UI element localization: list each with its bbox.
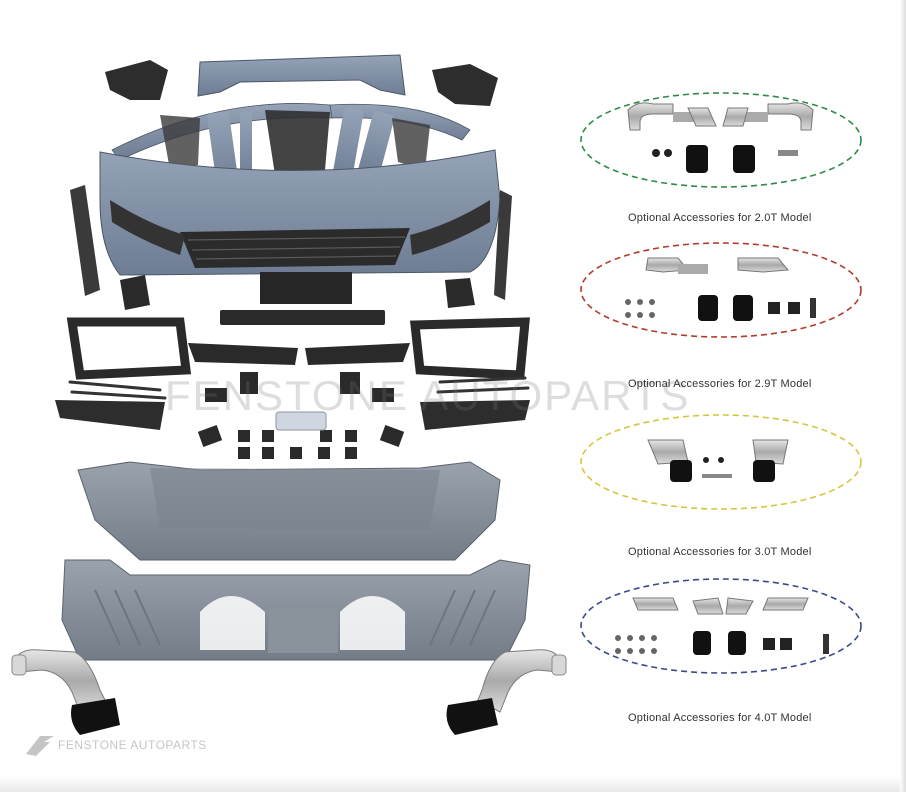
option-2-9t-kit xyxy=(578,240,868,340)
brand-logo-text: FENSTONE AUTOPARTS xyxy=(58,738,207,752)
watermark-text: FENSTONE AUTOPARTS xyxy=(165,372,691,419)
option-2-0t-kit xyxy=(578,90,868,190)
option-4-0t-kit xyxy=(578,576,868,676)
option-2-0t-illustration xyxy=(580,92,862,188)
option-3-0t-illustration xyxy=(580,414,862,510)
body-kit-illustration xyxy=(11,54,567,735)
option-caption-2: Optional Accessories for 2.9T Model xyxy=(628,378,812,390)
option-caption-1: Optional Accessories for 2.0T Model xyxy=(628,212,812,224)
option-3-0t-kit xyxy=(578,412,868,512)
frame-bottom-shadow xyxy=(0,776,906,792)
option-4-0t-illustration xyxy=(580,578,862,674)
option-caption-4: Optional Accessories for 4.0T Model xyxy=(628,712,812,724)
option-2-9t-illustration xyxy=(580,242,862,338)
frame-right-shadow xyxy=(900,0,906,792)
option-caption-3: Optional Accessories for 3.0T Model xyxy=(628,546,812,558)
brand-logo-icon xyxy=(26,736,54,756)
